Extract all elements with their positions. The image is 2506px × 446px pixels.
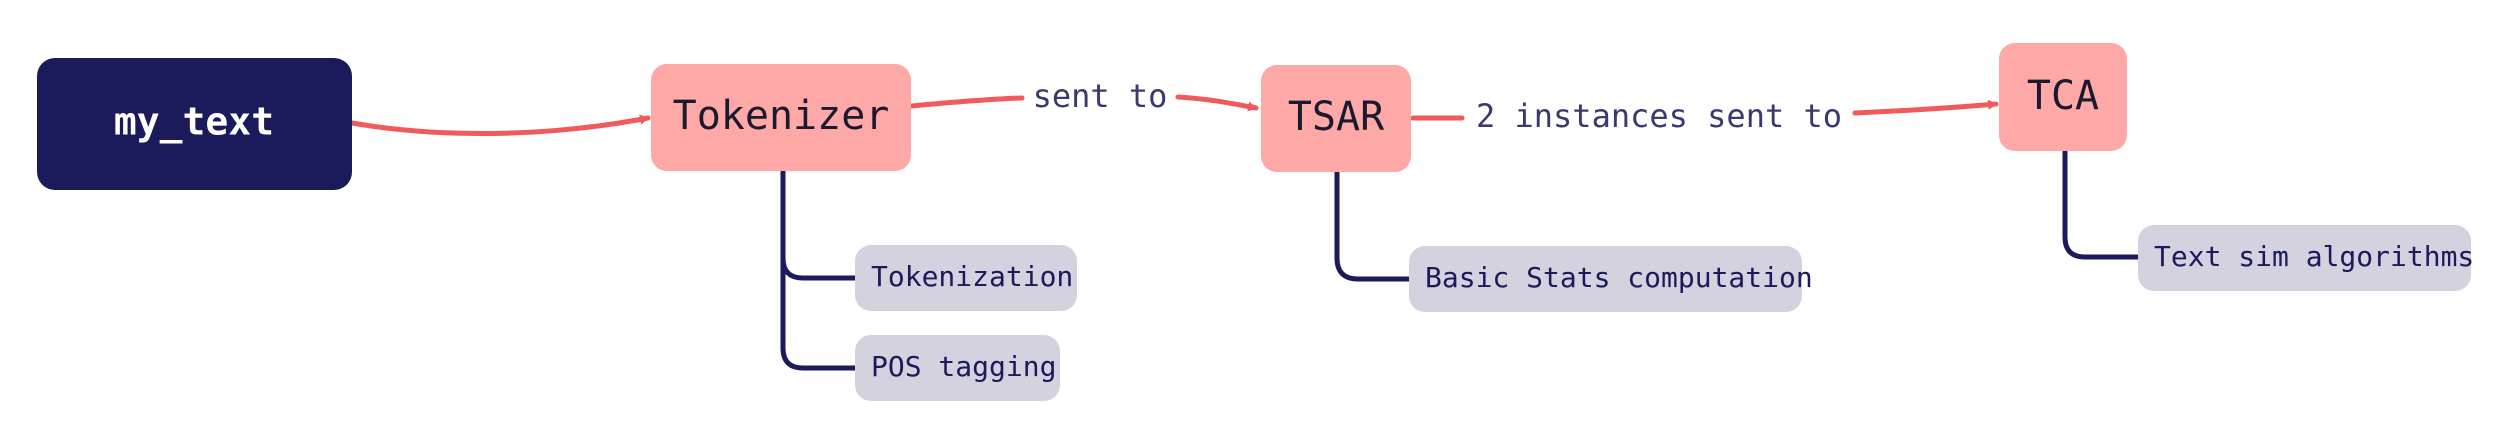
node-tsar: TSAR bbox=[1261, 65, 1411, 172]
arrow-my-text-to-tokenizer bbox=[349, 114, 651, 137]
branch-tokenizer-tokenization bbox=[780, 169, 859, 281]
node-my-text-label: my_text bbox=[114, 100, 274, 144]
edge-label-2-instances-sent-to: 2 instances sent to bbox=[1476, 97, 1842, 135]
subnode-pos-tagging-label: POS tagging bbox=[871, 350, 1056, 383]
node-tokenizer: Tokenizer bbox=[651, 64, 911, 171]
subnode-text-sim-label: Text sim algorithms bbox=[2154, 240, 2474, 273]
subnode-tokenization-label: Tokenization bbox=[871, 260, 1073, 293]
node-tca-label: TCA bbox=[2027, 73, 2099, 119]
arrow-tokenizer-to-tsar-b bbox=[1175, 94, 1259, 112]
branch-tsar-basic-stats bbox=[1334, 169, 1413, 282]
subnode-basic-stats-label: Basic Stats computation bbox=[1425, 261, 1813, 294]
edge-label-sent-to: sent to bbox=[1033, 77, 1168, 115]
subnode-basic-stats: Basic Stats computation bbox=[1409, 246, 1813, 312]
branch-tca-text-sim bbox=[2062, 149, 2143, 260]
subnode-pos-tagging: POS tagging bbox=[855, 335, 1060, 401]
node-tsar-label: TSAR bbox=[1288, 94, 1385, 140]
branch-tokenizer-pos-tagging bbox=[780, 255, 859, 371]
subnode-tokenization: Tokenization bbox=[855, 245, 1077, 311]
node-tokenizer-label: Tokenizer bbox=[673, 93, 890, 139]
node-tca: TCA bbox=[1999, 43, 2127, 151]
node-my-text: my_text bbox=[37, 58, 352, 190]
arrow-tokenizer-to-tsar-a bbox=[909, 95, 1025, 109]
arrow-tsar-to-tca-b bbox=[1852, 99, 1999, 116]
subnode-text-sim: Text sim algorithms bbox=[2138, 225, 2474, 291]
